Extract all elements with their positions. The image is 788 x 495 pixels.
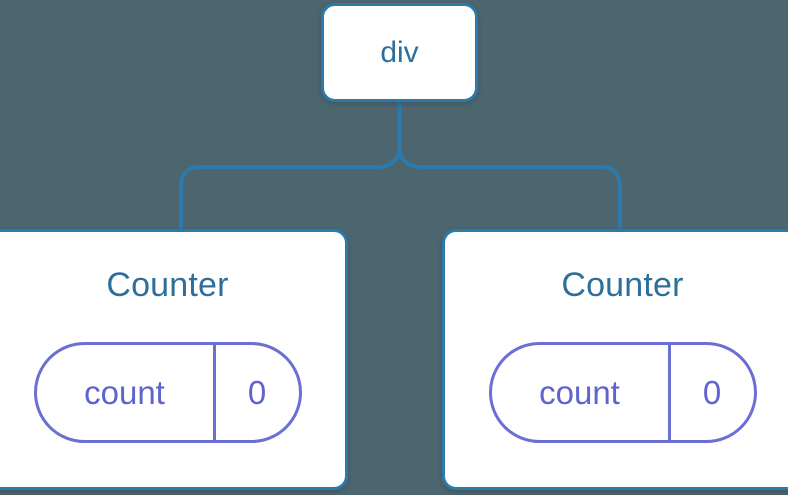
node-counter-right[interactable]: Counter count 0 — [442, 229, 788, 490]
state-key-right: count — [492, 345, 671, 440]
node-counter-left-label: Counter — [106, 266, 229, 304]
state-value-right: 0 — [702, 373, 722, 411]
node-counter-right-label: Counter — [561, 266, 684, 304]
state-pill-right[interactable]: count 0 — [488, 342, 757, 443]
state-key-left: count — [37, 345, 216, 440]
state-value-left: 0 — [247, 373, 267, 411]
edge-to-counter-right — [397, 146, 622, 231]
node-div[interactable]: div — [321, 3, 478, 102]
state-pill-left[interactable]: count 0 — [33, 342, 302, 443]
node-div-label: div — [380, 35, 419, 69]
node-counter-left[interactable]: Counter count 0 — [0, 229, 348, 490]
edge-to-counter-left — [179, 146, 402, 231]
